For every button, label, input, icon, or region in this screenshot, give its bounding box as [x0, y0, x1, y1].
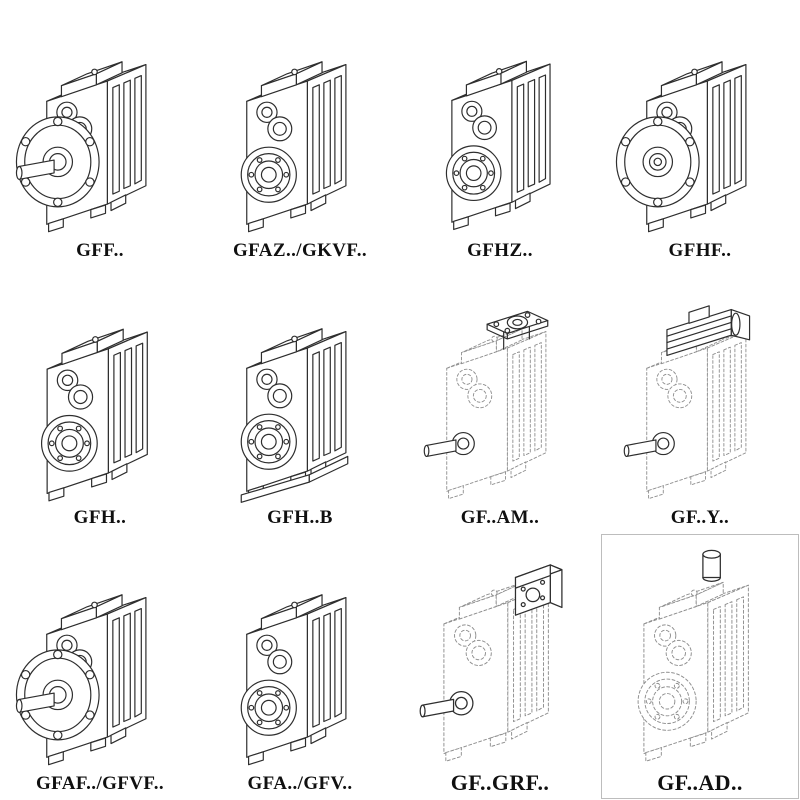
- gearbox-drawing-gff: [8, 15, 192, 239]
- catalog-item-gf-y: GF..Y..: [600, 267, 800, 534]
- gearbox-drawing-gfa-gfv: [208, 548, 392, 772]
- gearbox-drawing-gfaz-gkvf: [208, 15, 392, 239]
- model-label: GF..GRF..: [450, 769, 550, 795]
- model-label: GFH..: [73, 506, 127, 528]
- model-label: GFA../GFV..: [247, 773, 353, 795]
- model-label: GF..AM..: [460, 506, 540, 528]
- catalog-item-gfhf: GFHF..: [600, 0, 800, 267]
- catalog-item-gfaf-gfvf: GFAF../GFVF..: [0, 533, 200, 800]
- gearbox-drawing-gfh-b: [208, 282, 392, 506]
- catalog-item-gfhz: GFHZ..: [400, 0, 600, 267]
- model-label: GFAF../GFVF..: [35, 773, 164, 795]
- gearbox-drawing-gfaf-gfvf: [8, 548, 192, 772]
- model-label: GF..Y..: [670, 506, 730, 528]
- gearbox-drawing-gfhz: [408, 15, 592, 239]
- model-label: GFHZ..: [467, 239, 533, 261]
- model-label: GFH..B: [267, 506, 333, 528]
- model-label: GFF..: [76, 239, 124, 261]
- catalog-item-gf-ad: GF..AD..: [600, 533, 800, 800]
- gearbox-drawing-gfhf: [608, 15, 792, 239]
- gearbox-drawing-gf-am: [408, 282, 592, 506]
- model-label: GFHF..: [668, 239, 732, 261]
- catalog-item-gff: GFF..: [0, 0, 200, 267]
- catalog-item-gfh-b: GFH..B: [200, 267, 400, 534]
- gearbox-drawing-gf-ad: [603, 533, 797, 768]
- model-label: GFAZ../GKVF..: [233, 239, 367, 261]
- gearbox-drawing-gf-grf: [403, 533, 597, 768]
- gearbox-drawing-gf-y: [608, 282, 792, 506]
- model-label: GF..AD..: [657, 769, 743, 795]
- catalog-item-gf-grf: GF..GRF..: [400, 533, 600, 800]
- catalog-item-gfh: GFH..: [0, 267, 200, 534]
- catalog-item-gf-am: GF..AM..: [400, 267, 600, 534]
- catalog-item-gfaz-gkvf: GFAZ../GKVF..: [200, 0, 400, 267]
- catalog-item-gfa-gfv: GFA../GFV..: [200, 533, 400, 800]
- gearbox-drawing-gfh: [8, 282, 192, 506]
